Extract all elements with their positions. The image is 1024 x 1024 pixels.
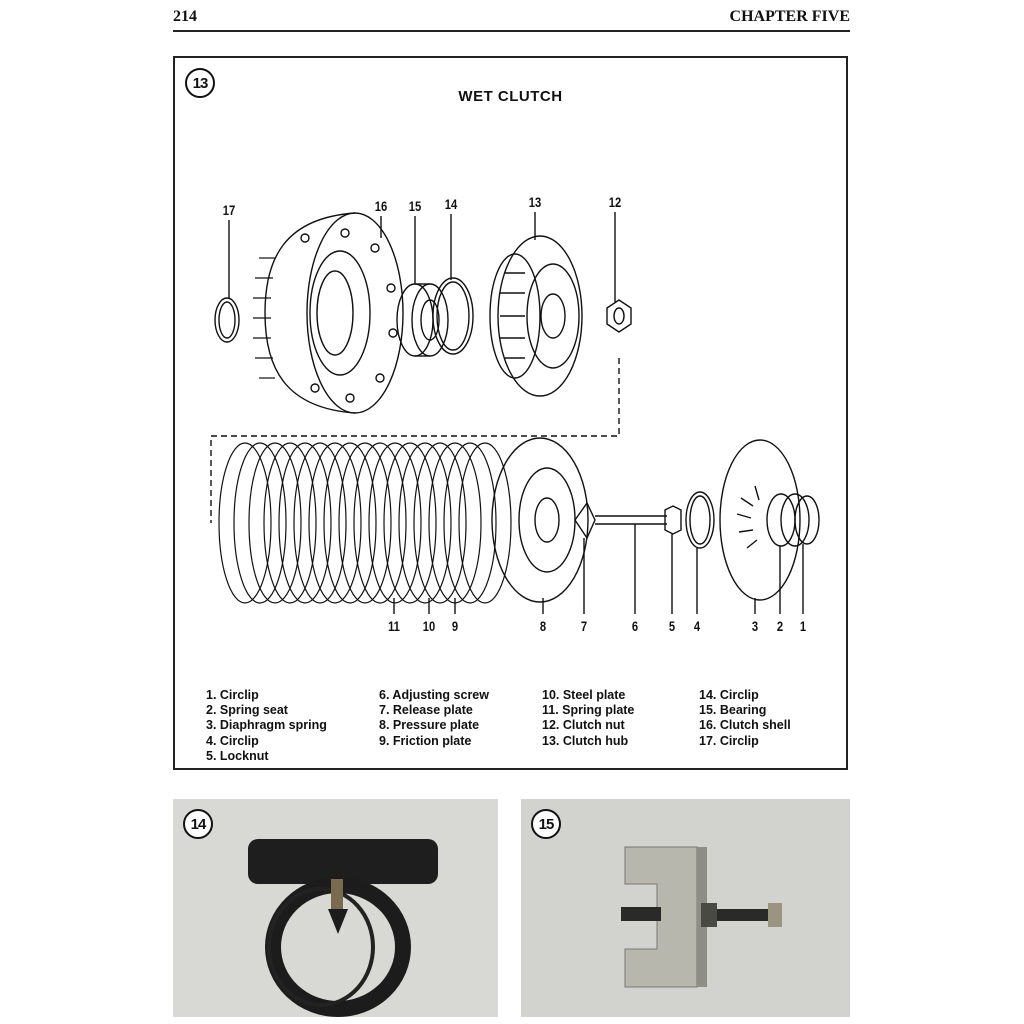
exploded-clutch-diagram	[210, 212, 820, 614]
callout-5: 5	[668, 618, 676, 634]
legend-item: 17. Circlip	[699, 733, 759, 748]
callout-16: 16	[374, 198, 388, 214]
legend-item: 3. Diaphragm spring	[206, 718, 327, 733]
legend-column-1: 1. Circlip 2. Spring seat 3. Diaphragm s…	[206, 688, 327, 764]
figure-13-wet-clutch: 13 WET CLUTCH	[173, 56, 848, 770]
callout-7: 7	[580, 618, 588, 634]
photo-15-clutch-puller-tool: 15	[521, 799, 850, 1017]
callout-12: 12	[608, 194, 622, 210]
legend-item: 7. Release plate	[379, 703, 473, 718]
figure-number-badge: 15	[531, 809, 561, 839]
legend-item: 13. Clutch hub	[542, 733, 629, 748]
callout-10: 10	[422, 618, 436, 634]
legend-item: 14. Circlip	[699, 688, 759, 702]
legend-column-4: 14. Circlip 15. Bearing 16. Clutch shell…	[699, 688, 791, 749]
legend-item: 9. Friction plate	[379, 733, 472, 748]
clutch-puller-tool-image	[621, 846, 782, 988]
callout-9: 9	[451, 618, 459, 634]
legend-item: 4. Circlip	[206, 733, 259, 748]
legend-column-3: 10. Steel plate 11. Spring plate 12. Clu…	[542, 688, 634, 749]
figure-number-badge: 13	[185, 68, 215, 98]
page-header: 214 CHAPTER FIVE	[173, 6, 850, 32]
legend-item: 1. Circlip	[206, 688, 259, 702]
legend-item: 6. Adjusting screw	[379, 688, 489, 702]
callout-1: 1	[799, 618, 807, 634]
figure-number-badge: 14	[183, 809, 213, 839]
legend-item: 10. Steel plate	[542, 688, 626, 702]
callout-14: 14	[444, 196, 458, 212]
legend-item: 8. Pressure plate	[379, 718, 480, 733]
callout-11: 11	[388, 618, 400, 634]
callout-13: 13	[528, 194, 542, 210]
legend-item: 11. Spring plate	[542, 703, 635, 718]
legend-column-2: 6. Adjusting screw 7. Release plate 8. P…	[379, 688, 489, 749]
legend-item: 12. Clutch nut	[542, 718, 625, 733]
callout-4: 4	[693, 618, 701, 634]
legend-item: 16. Clutch shell	[699, 718, 791, 733]
photo-14-clutch-holder-tool: 14	[173, 799, 498, 1017]
page-number: 214	[173, 8, 197, 25]
legend-item: 5. Locknut	[206, 748, 269, 763]
figure-title: WET CLUTCH	[458, 88, 563, 105]
callout-8: 8	[539, 618, 547, 634]
callout-3: 3	[751, 618, 759, 634]
legend-item: 15. Bearing	[699, 703, 767, 718]
callout-2: 2	[776, 618, 784, 634]
callout-17: 17	[222, 202, 236, 218]
legend-item: 2. Spring seat	[206, 703, 288, 718]
callout-6: 6	[631, 618, 639, 634]
clutch-holder-tool-image	[248, 839, 438, 1017]
callout-15: 15	[408, 198, 422, 214]
chapter-title: CHAPTER FIVE	[729, 8, 850, 25]
